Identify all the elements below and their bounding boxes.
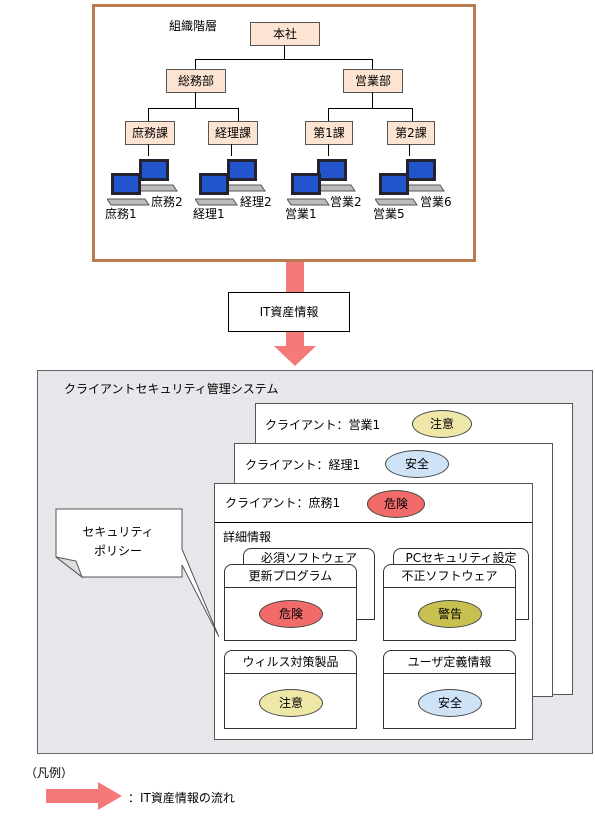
computer-icon <box>287 173 330 206</box>
legend-arrow-icon <box>46 782 122 810</box>
client-label: 庶務2 <box>151 195 183 209</box>
client-card-label: クライアント：営業1 <box>265 418 381 432</box>
category-title: PCセキュリティ設定 <box>405 551 517 565</box>
category-user-defined-info[interactable]: ユーザ定義情報 安全 <box>383 650 516 729</box>
client-label: 営業2 <box>330 195 362 209</box>
computer-icon <box>195 173 238 206</box>
legend-title: （凡例） <box>25 766 74 780</box>
node-section-keiri: 経理課 <box>208 121 258 145</box>
node-root: 本社 <box>250 22 320 46</box>
category-antivirus-products[interactable]: ウィルス対策製品 注意 <box>224 650 357 729</box>
category-title: 更新プログラム <box>225 565 356 588</box>
security-management-system-panel: クライアントセキュリティ管理システム クライアント：営業1 注意 クライアント：… <box>37 370 593 754</box>
node-dept-somu: 総務部 <box>166 69 226 93</box>
node-section-dai1: 第1課 <box>305 121 353 145</box>
status-badge: 注意 <box>259 689 323 717</box>
client-label: 営業5 <box>373 207 405 221</box>
client-card-label: クライアント：庶務1 <box>225 496 341 510</box>
flow-arrow <box>274 262 316 366</box>
org-hierarchy-panel: 組織階層 本社 総務部 営業部 庶務課 経理課 第1課 第2課 庶務1 庶務2 … <box>92 4 476 262</box>
client-label: 営業1 <box>285 207 317 221</box>
category-title: 不正ソフトウェア <box>384 565 515 588</box>
computer-icon <box>313 159 356 192</box>
computer-icon <box>107 173 150 206</box>
status-badge: 安全 <box>385 450 449 478</box>
status-badge: 危険 <box>367 490 425 518</box>
it-asset-info-box: IT資産情報 <box>228 292 350 332</box>
client-label: 経理2 <box>240 195 272 209</box>
computer-icon <box>135 159 178 192</box>
category-title: ウィルス対策製品 <box>225 651 356 674</box>
detail-title: 詳細情報 <box>223 530 272 544</box>
node-section-dai2: 第2課 <box>387 121 435 145</box>
status-badge: 警告 <box>418 600 482 628</box>
client-label: 営業6 <box>420 195 452 209</box>
client-card-front[interactable]: クライアント：庶務1 危険 詳細情報 必須ソフトウェア PCセキュリティ設定 更… <box>214 483 533 740</box>
client-label: 経理1 <box>193 207 225 221</box>
org-title: 組織階層 <box>169 19 218 33</box>
category-update-programs[interactable]: 更新プログラム 危険 <box>224 564 357 641</box>
category-title: ユーザ定義情報 <box>384 651 515 674</box>
client-label: 庶務1 <box>105 207 137 221</box>
client-card-label: クライアント：経理1 <box>245 458 361 472</box>
category-title: 必須ソフトウェア <box>260 551 357 565</box>
status-badge: 危険 <box>259 600 323 628</box>
computer-icon <box>375 173 418 206</box>
status-badge: 安全 <box>418 689 482 717</box>
system-title: クライアントセキュリティ管理システム <box>64 382 279 396</box>
node-dept-eigyo: 営業部 <box>343 69 403 93</box>
computer-icon <box>223 159 266 192</box>
security-policy-note: セキュリティ ポリシー <box>82 525 154 558</box>
status-badge: 注意 <box>412 410 472 438</box>
computer-icon <box>402 159 445 192</box>
category-malicious-software[interactable]: 不正ソフトウェア 警告 <box>383 564 516 641</box>
legend-item-label: ：IT資産情報の流れ <box>128 791 235 805</box>
node-section-shomu: 庶務課 <box>125 121 175 145</box>
policy-note-shape <box>55 508 220 637</box>
